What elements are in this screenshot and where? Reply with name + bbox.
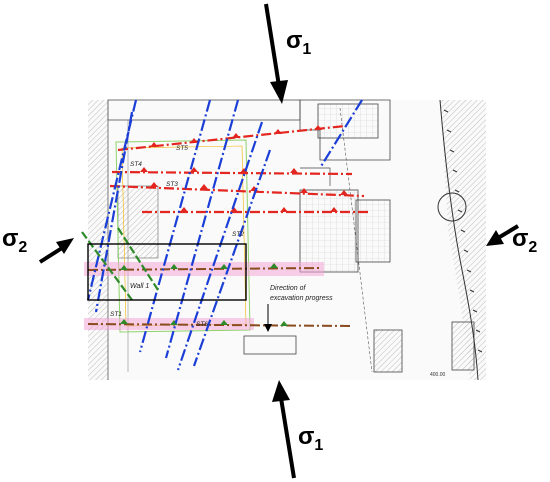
direction-label-line2: excavation progress: [270, 295, 333, 302]
wall-1-label: Wall 1: [130, 283, 149, 290]
blue-fault-7: [319, 99, 363, 169]
direction-arrow-head: [264, 324, 272, 332]
green-fault-2: [117, 227, 159, 291]
road-edge: [439, 99, 479, 381]
station-label: ST6: [196, 321, 208, 328]
wall-1-box: [87, 243, 247, 301]
excavation-direction: Direction of excavation progress: [264, 285, 333, 332]
blue-fault-6: [192, 149, 272, 367]
direction-label-line1: Direction of: [270, 285, 306, 292]
road-edge-ticks: [443, 109, 483, 353]
sigma1-top-arrow: [264, 3, 288, 104]
blue-faults: [86, 99, 363, 371]
brown-fault-2: [87, 323, 351, 327]
red-fault-2: [111, 170, 353, 176]
blue-fault-1: [86, 99, 138, 301]
station-label: ST1: [110, 311, 122, 318]
building-hatched-bottom2: [451, 321, 475, 371]
hatched-zone-left: [88, 100, 108, 380]
sigma2-left-label: σ2: [2, 225, 27, 256]
sigma2-left-arrow: [38, 238, 74, 264]
station-label: ST5: [176, 145, 188, 152]
building-hatched-bottom: [373, 329, 403, 373]
scale-note: 400.00: [430, 372, 446, 378]
site-plan: [88, 99, 486, 381]
blue-fault-2: [94, 111, 134, 313]
sigma2-right-arrow: [486, 224, 520, 246]
building-grid-mid: [299, 189, 359, 273]
station-label: ST3: [166, 181, 178, 188]
station-label: ST2: [232, 231, 244, 238]
sigma1-bottom-label: σ1: [298, 423, 323, 454]
sigma1-bottom-arrow: [272, 380, 296, 479]
blue-fault-5: [176, 121, 264, 371]
sigma1-top-label: σ1: [286, 27, 311, 58]
red-fault-teeth: [140, 125, 348, 212]
station-label: ST4: [130, 161, 142, 168]
station-labels: ST5 ST4 ST3 ST2 ST1 ST6: [110, 145, 244, 328]
building-grid-mid2: [355, 199, 391, 263]
building-hatched-left: [117, 185, 159, 259]
sigma2-right-label: σ2: [512, 225, 537, 256]
building-small-bottom: [243, 335, 297, 355]
hatched-zone-right: [440, 100, 486, 380]
blue-fault-3: [138, 99, 212, 353]
roundabout: [437, 192, 467, 222]
blue-fault-4: [164, 99, 240, 359]
red-fault-3: [109, 184, 365, 198]
